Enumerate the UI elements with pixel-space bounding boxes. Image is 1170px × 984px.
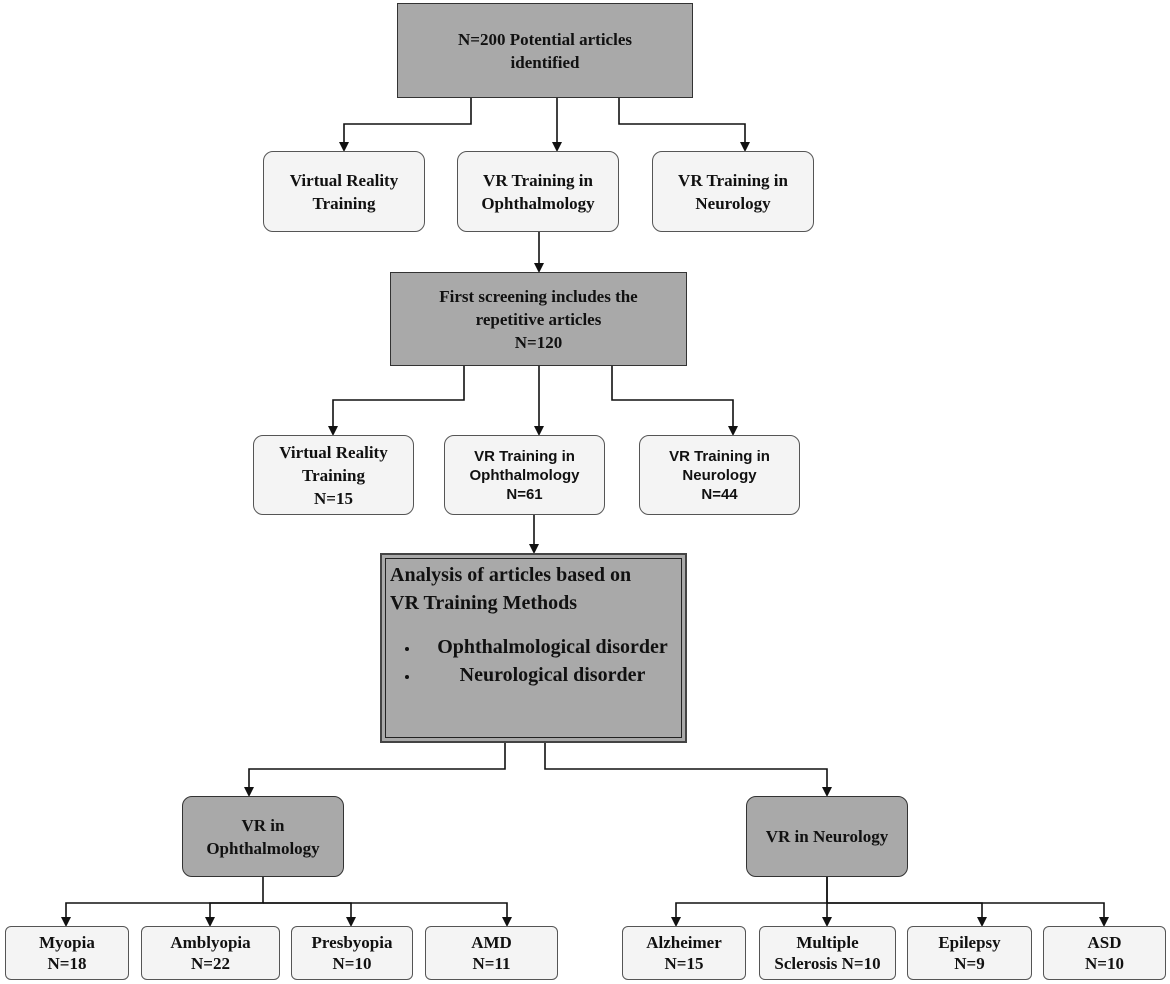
- analysis-bullet-ophthalmological: Ophthalmological disorder: [420, 633, 677, 661]
- presbyopia-count: N=10: [332, 954, 372, 973]
- arrow-to-amd: [263, 902, 512, 927]
- analysis-heading-line-2: VR Training Methods: [390, 592, 578, 614]
- vr-neurology-n44-line-2: Neurology: [682, 466, 757, 484]
- vr-training-n15-line-2: Training: [302, 465, 365, 485]
- vr-training-n15-box: Virtual Reality Training N=15: [253, 435, 414, 515]
- multiple-sclerosis-count: Sclerosis N=10: [774, 954, 881, 973]
- arrow-screening-to-vr-training-n15: [328, 366, 465, 436]
- vr-neurology-box: VR Training in Neurology: [652, 151, 814, 232]
- myopia-label: Myopia: [39, 933, 95, 952]
- arrow-to-alzheimer: [671, 877, 828, 927]
- vr-in-neurology-box: VR in Neurology: [746, 796, 908, 877]
- analysis-bullet-neurological: Neurological disorder: [420, 661, 677, 689]
- amd-box: AMD N=11: [425, 926, 558, 980]
- vr-in-ophthalmology-box: VR in Ophthalmology: [182, 796, 344, 877]
- first-screening-box: First screening includes the repetitive …: [390, 272, 687, 366]
- vr-neurology-n44-line-1: VR Training in: [669, 447, 770, 465]
- vr-neurology-n44-count: N=44: [701, 485, 738, 503]
- potential-articles-line-1: N=200 Potential articles: [458, 29, 632, 49]
- arrow-to-asd: [827, 902, 1109, 927]
- vr-neurology-line-1: VR Training in: [678, 170, 788, 190]
- multiple-sclerosis-box: Multiple Sclerosis N=10: [759, 926, 896, 980]
- arrow-analysis-to-vr-in-ophthalmology: [244, 743, 506, 797]
- arrow-top-to-vr-neurology: [618, 98, 750, 152]
- vr-ophthalmology-line-1: VR Training in: [483, 170, 593, 190]
- vr-ophthalmology-n61-line-1: VR Training in: [474, 447, 575, 465]
- vr-neurology-line-2: Neurology: [695, 193, 771, 213]
- amblyopia-box: Amblyopia N=22: [141, 926, 280, 980]
- first-screening-count: N=120: [514, 332, 563, 352]
- alzheimer-count: N=15: [664, 954, 704, 973]
- vr-ophthalmology-n61-count: N=61: [506, 485, 543, 503]
- arrow-screening-to-vr-neurology-n44: [611, 366, 738, 436]
- vr-ophthalmology-line-2: Ophthalmology: [481, 193, 595, 213]
- vr-training-line-1: Virtual Reality: [289, 170, 399, 190]
- presbyopia-label: Presbyopia: [311, 933, 393, 952]
- analysis-box: Analysis of articles based on VR Trainin…: [380, 553, 687, 743]
- vr-training-n15-line-1: Virtual Reality: [279, 442, 388, 462]
- epilepsy-count: N=9: [954, 954, 985, 973]
- analysis-bullet-list: Ophthalmological disorder Neurological d…: [390, 633, 677, 689]
- vr-neurology-n44-box: VR Training in Neurology N=44: [639, 435, 800, 515]
- epilepsy-box: Epilepsy N=9: [907, 926, 1032, 980]
- arrow-top-to-vr-training: [339, 98, 472, 152]
- arrow-to-myopia: [61, 877, 264, 927]
- vr-ophthalmology-n61-box: VR Training in Ophthalmology N=61: [444, 435, 605, 515]
- vr-ophthalmology-box: VR Training in Ophthalmology: [457, 151, 619, 232]
- arrow-analysis-to-vr-in-neurology: [544, 743, 832, 797]
- arrow-to-presbyopia: [263, 902, 356, 927]
- arrow-to-epilepsy: [827, 902, 987, 927]
- asd-box: ASD N=10: [1043, 926, 1166, 980]
- amd-count: N=11: [472, 954, 511, 973]
- vr-training-n15-count: N=15: [314, 488, 353, 508]
- potential-articles-box: N=200 Potential articles identified: [397, 3, 693, 98]
- myopia-box: Myopia N=18: [5, 926, 129, 980]
- vr-in-ophthalmology-line-1: VR in: [241, 815, 285, 835]
- vr-ophthalmology-n61-line-2: Ophthalmology: [469, 466, 580, 484]
- amd-label: AMD: [471, 933, 512, 952]
- asd-count: N=10: [1085, 954, 1124, 973]
- analysis-box-inner: Analysis of articles based on VR Trainin…: [385, 558, 682, 738]
- amblyopia-label: Amblyopia: [170, 933, 251, 952]
- alzheimer-label: Alzheimer: [646, 933, 722, 952]
- amblyopia-count: N=22: [191, 954, 230, 973]
- analysis-heading-line-1: Analysis of articles based on: [390, 564, 632, 586]
- epilepsy-label: Epilepsy: [938, 933, 1001, 952]
- multiple-sclerosis-label: Multiple: [796, 933, 859, 952]
- potential-articles-line-2: identified: [510, 52, 580, 72]
- vr-in-neurology-line-1: VR in Neurology: [765, 827, 889, 846]
- asd-label: ASD: [1087, 933, 1122, 952]
- arrow-to-amblyopia: [205, 902, 263, 927]
- first-screening-line-2: repetitive articles: [475, 309, 602, 329]
- vr-training-line-2: Training: [312, 193, 376, 213]
- vr-in-ophthalmology-line-2: Ophthalmology: [206, 838, 320, 858]
- alzheimer-box: Alzheimer N=15: [622, 926, 746, 980]
- first-screening-line-1: First screening includes the: [439, 286, 638, 306]
- vr-training-box: Virtual Reality Training: [263, 151, 425, 232]
- presbyopia-box: Presbyopia N=10: [291, 926, 413, 980]
- myopia-count: N=18: [47, 954, 87, 973]
